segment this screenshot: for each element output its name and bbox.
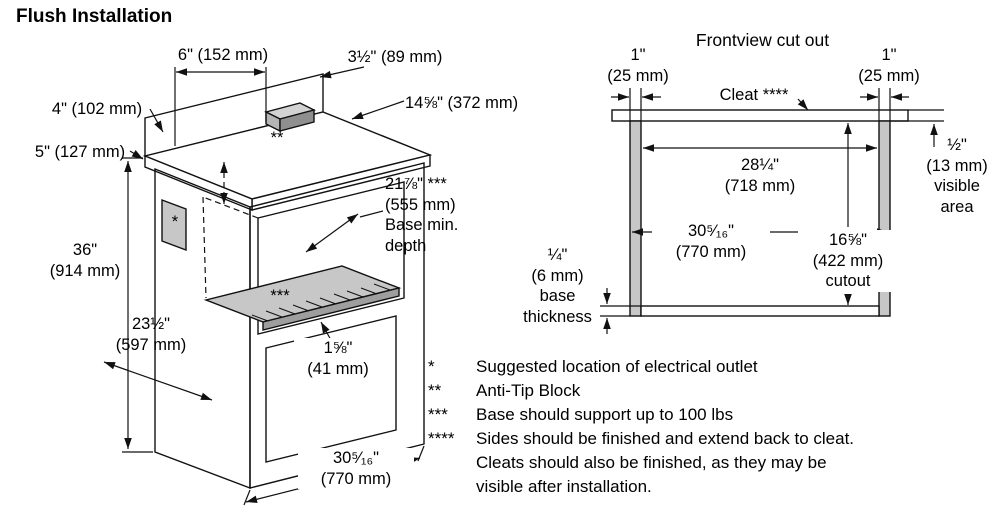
- dim-line: 30⁵⁄₁₆": [687, 222, 735, 240]
- dim-line: (25 mm): [607, 66, 669, 85]
- outlet-asterisk-marker: *: [171, 213, 179, 231]
- dim-line: (597 mm): [115, 335, 187, 354]
- dim-line: 30⁵⁄₁₆": [332, 449, 380, 467]
- fv-dim-1in-right-label: 1" (25 mm): [856, 45, 922, 86]
- dim-line: (555 mm): [385, 195, 456, 214]
- left-side-panel: [629, 120, 642, 317]
- base-platform-front: [262, 287, 400, 331]
- dim-line: 21⅞" ***: [385, 175, 447, 193]
- iso-dim-4in-label: 4" (102 mm): [51, 100, 143, 118]
- footnote-marker: **: [428, 381, 442, 400]
- footnote-text-line: Cleats should also be finished, as they …: [476, 453, 827, 472]
- dim-line: visible: [934, 177, 980, 195]
- fv-dim-half-label: ½" (13 mm) visible area: [916, 135, 998, 217]
- cabinet-front-face: [249, 162, 425, 489]
- iso-dim-23half-label: 23½" (597 mm): [92, 314, 210, 355]
- right-side-panel: [878, 120, 891, 317]
- fv-dim-1in-left-label: 1" (25 mm): [606, 45, 670, 86]
- footnote-text: Suggested location of electrical outlet: [476, 357, 758, 376]
- dim-line: 28¼": [741, 156, 779, 174]
- dim-line: (914 mm): [49, 261, 121, 280]
- iso-dim-3half-label: 3½" (89 mm): [347, 48, 443, 66]
- dim-line: 1": [630, 46, 646, 64]
- footnote-row: **** Sides should be finished and extend…: [428, 427, 996, 499]
- footnote-text: Base should support up to 100 lbs: [476, 405, 734, 424]
- dim-line: ½": [947, 136, 967, 154]
- outlet-location-box: [161, 198, 187, 252]
- iso-dim-6in-label: 6" (152 mm): [177, 46, 269, 64]
- footnote-marker: ***: [428, 405, 448, 424]
- hidden-edges: [202, 162, 259, 299]
- iso-dim-5in-label: 5" (127 mm): [34, 143, 126, 161]
- base-hatching: [251, 283, 391, 322]
- dim-line: depth: [385, 236, 427, 255]
- footnote-row: * Suggested location of electrical outle…: [428, 355, 996, 379]
- front-dimension-lines: [600, 88, 944, 334]
- iso-dimension-lines: [103, 66, 425, 506]
- footnote-text-line: visible after installation.: [476, 477, 652, 496]
- isometric-view: [103, 66, 433, 506]
- dim-line: (770 mm): [320, 469, 392, 488]
- iso-dim-14-58-label: 14⅝" (372 mm): [405, 94, 519, 112]
- footnotes-block: * Suggested location of electrical outle…: [428, 355, 996, 499]
- page-title: Flush Installation: [16, 6, 173, 27]
- footnote-row: *** Base should support up to 100 lbs: [428, 403, 996, 427]
- footnote-marker: ****: [428, 429, 455, 448]
- base-board: [640, 305, 880, 317]
- iso-dim-36in-label: 36" (914 mm): [44, 240, 126, 281]
- dim-line: (422 mm): [812, 251, 884, 270]
- cabinet-door-panel: [265, 315, 397, 463]
- iso-dim-30-516-label: 30⁵⁄₁₆" (770 mm): [298, 448, 414, 489]
- iso-dim-1-58-label: 1⅝" (41 mm): [294, 338, 382, 379]
- fv-dim-30-516-label: 30⁵⁄₁₆" (770 mm): [653, 221, 769, 262]
- dim-line: (41 mm): [307, 359, 369, 378]
- dim-line: 16⅝": [829, 231, 867, 249]
- dim-line: area: [940, 197, 974, 216]
- dim-line: 23½": [132, 315, 170, 333]
- footnote-row: ** Anti-Tip Block: [428, 379, 996, 403]
- antitip-asterisk-marker: **: [270, 129, 284, 147]
- footnote-marker: *: [428, 357, 435, 376]
- fv-cleat-label: Cleat ****: [719, 86, 789, 104]
- dim-line: (13 mm): [926, 156, 988, 175]
- footnote-text-line: Sides should be finished and extend back…: [476, 429, 855, 448]
- dim-line: thickness: [523, 307, 592, 326]
- frontview-title: Frontview cut out: [695, 30, 830, 50]
- dim-line: 1": [881, 46, 897, 64]
- fv-dim-16-58-label: 16⅝" (422 mm) cutout: [798, 230, 898, 292]
- dim-line: (718 mm): [724, 176, 796, 195]
- dim-line: (25 mm): [858, 66, 920, 85]
- fv-dim-quarter-label: ¼" (6 mm) base thickness: [510, 245, 605, 327]
- dim-line: 36": [72, 241, 98, 259]
- cleat-board: [611, 109, 909, 122]
- dim-line: ¼": [547, 246, 568, 264]
- base-asterisk-marker: ***: [270, 287, 290, 305]
- iso-dim-21-78-label: 21⅞" *** (555 mm) Base min. depth: [385, 174, 515, 256]
- dim-line: Base min.: [385, 216, 459, 234]
- footnote-text: Anti-Tip Block: [476, 381, 581, 400]
- dim-line: 1⅝": [323, 339, 353, 357]
- fv-dim-28-14-label: 28¼" (718 mm): [698, 155, 822, 196]
- footnote-text: Sides should be finished and extend back…: [476, 427, 996, 499]
- dim-line: (6 mm): [531, 266, 584, 285]
- frontview-diagram: [600, 88, 944, 334]
- dim-line: (770 mm): [675, 242, 747, 261]
- dim-line: base: [539, 287, 576, 305]
- dim-line: cutout: [825, 272, 871, 290]
